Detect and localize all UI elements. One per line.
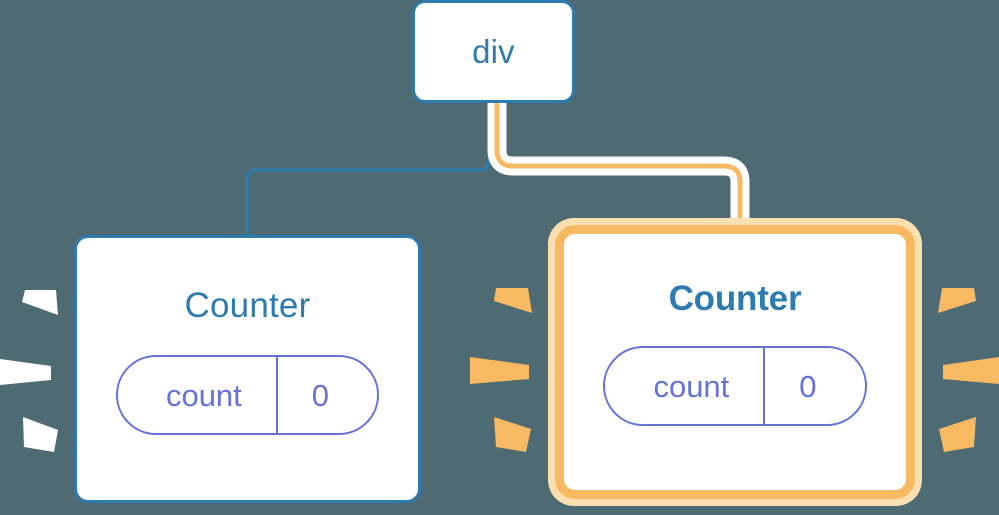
sparkle-ray-icon [943,357,999,384]
node-counter-right-label: Counter [668,279,802,318]
node-counter-right-inner: Counter count 0 [555,225,915,499]
state-pill-name: count [165,377,242,413]
sparkle-ray-icon [0,359,51,385]
state-pill-name: count [653,368,730,404]
node-div-label: div [472,33,515,70]
state-pill-value: 0 [799,368,817,404]
sparkle-group-counter-right-left [470,288,532,452]
edge-div-to-counter-right-halo [487,103,750,222]
state-pill-divider [763,348,766,424]
state-pill-divider [275,357,278,433]
state-pill-value: 0 [311,377,330,413]
sparkle-group-counter-left [0,290,58,452]
node-counter-right[interactable]: Counter count 0 [548,218,922,506]
state-pill-count-left[interactable]: count 0 [115,355,380,435]
sparkle-ray-icon [494,417,531,452]
node-div[interactable]: div [412,0,575,103]
sparkle-ray-icon [494,288,532,313]
edge-div-to-counter-right [494,103,743,222]
node-counter-left-label: Counter [184,286,311,325]
edge-div-to-counter-left [245,103,491,237]
sparkle-ray-icon [470,357,529,384]
sparkle-ray-icon [22,290,58,315]
sparkle-ray-icon [939,417,976,452]
state-pill-count-right[interactable]: count 0 [603,346,867,426]
node-counter-left[interactable]: Counter count 0 [74,235,421,503]
sparkle-group-counter-right-right [938,288,999,452]
sparkle-ray-icon [938,288,976,313]
sparkle-ray-icon [23,417,58,452]
